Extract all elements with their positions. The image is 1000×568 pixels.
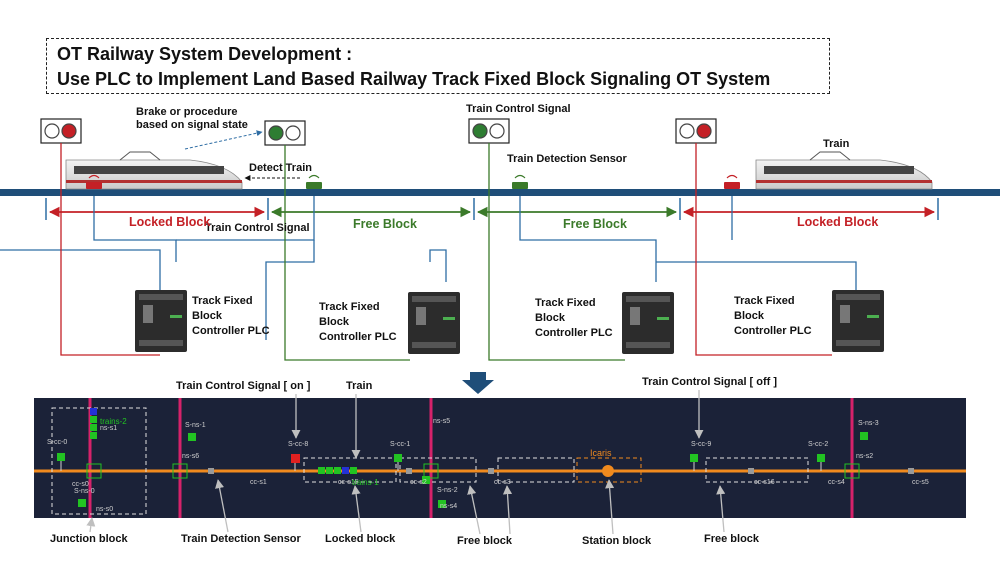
block-label-1: Locked Block (129, 215, 211, 229)
train-control-signal-left-label: Train Control Signal (205, 222, 310, 234)
bottom-label-locked-block: Locked block (325, 533, 396, 545)
signal-wires (60, 143, 832, 361)
hmi-label-s-ns-0: S-ns-0 (74, 488, 95, 495)
hmi-label-icaris: Icaris (590, 448, 612, 458)
hmi-label-s-cc-8: S-cc-8 (288, 441, 308, 448)
bottom-label-free-block-1: Free block (457, 535, 513, 547)
plc-label-4: Track Fixed Block Controller PLC (734, 295, 812, 337)
bottom-label-junction-block: Junction block (50, 533, 128, 545)
sensor-wires (0, 196, 857, 340)
plc-device-2 (408, 292, 460, 354)
block-label-2: Free Block (353, 217, 417, 231)
block-label-3: Free Block (563, 217, 627, 231)
hmi-label-cc-s1: cc-s1 (250, 479, 267, 486)
hmi-label-trains-2: trains-2 (100, 417, 127, 426)
hmi-label-ns-s5: ns-s5 (433, 418, 450, 425)
signal-head-1 (40, 118, 82, 144)
train-label: Train (823, 138, 850, 150)
detect-train-label: Detect Train (249, 162, 312, 174)
hmi-label-ns-s1: ns-s1 (100, 425, 117, 432)
hmi-label-cc-s15: cc-s15 (338, 479, 359, 486)
hmi-label-s-cc-9: S-cc-9 (691, 441, 711, 448)
hmi-annotation-signal-on: Train Control Signal [ on ] (176, 380, 311, 392)
title-line-1: OT Railway System Development : (57, 44, 353, 64)
rail-track (0, 189, 1000, 196)
hmi-label-cc-s3: cc-s3 (494, 479, 511, 486)
hmi-annotation-signal-off: Train Control Signal [ off ] (642, 376, 778, 388)
plc-label-1: Track Fixed Block Controller PLC (192, 295, 270, 337)
hmi-label-s-cc-0: S-cc-0 (47, 439, 67, 446)
signal-head-2 (264, 120, 306, 146)
sensor-3-icon (512, 174, 528, 189)
hmi-label-cc-s2: cc-s2 (410, 479, 427, 486)
hmi-label-cc-s16: cc-s16 (754, 479, 775, 486)
train-right (755, 151, 933, 190)
hmi-label-s-ns-3: S-ns-3 (858, 420, 879, 427)
hmi-label-cc-s0: cc-s0 (72, 481, 89, 488)
hmi-label-s-ns-1: S-ns-1 (185, 422, 206, 429)
train-left (65, 151, 243, 190)
hmi-label-cc-s5: cc-s5 (912, 479, 929, 486)
hmi-label-ns-s4: ns-s4 (440, 503, 457, 510)
signal-head-4 (675, 118, 717, 144)
bottom-label-station-block: Station block (582, 535, 652, 547)
plc-device-3 (622, 292, 674, 354)
block-ticks (45, 198, 939, 220)
hmi-label-ns-s2: ns-s2 (856, 453, 873, 460)
brake-arrow (184, 130, 263, 150)
signal-head-3 (468, 118, 510, 144)
down-arrow-icon (462, 372, 494, 394)
brake-note-line-2: based on signal state (136, 119, 248, 131)
bottom-label-free-block-2: Free block (704, 533, 760, 545)
hmi-label-s-cc-2: S-cc-2 (808, 441, 828, 448)
title-line-2: Use PLC to Implement Land Based Railway … (57, 69, 771, 89)
hmi-label-ns-s0: ns-s0 (96, 506, 113, 513)
title-box: OT Railway System Development : Use PLC … (46, 38, 830, 94)
plc-label-3: Track Fixed Block Controller PLC (535, 297, 613, 339)
sensor-2-icon (306, 174, 322, 189)
hmi-annotation-train: Train (346, 380, 373, 392)
train-detection-sensor-label: Train Detection Sensor (507, 153, 627, 165)
sensor-1-icon (86, 174, 102, 189)
block-label-4: Locked Block (797, 215, 879, 229)
sensor-4-icon (724, 174, 740, 189)
plc-device-4 (832, 290, 884, 352)
hmi-label-trains-1: trains-1 (352, 478, 379, 487)
train-control-signal-label: Train Control Signal (466, 103, 571, 115)
plc-label-2: Track Fixed Block Controller PLC (319, 301, 397, 343)
hmi-panel: S-cc-0 cc-s0 S-ns-0 ns-s0 trains-2 ns-s1… (34, 390, 966, 535)
plc-device-1 (135, 290, 187, 352)
brake-note-line-1: Brake or procedure (136, 106, 238, 118)
hmi-label-s-ns-2: S-ns-2 (437, 487, 458, 494)
bottom-label-train-detection-sensor: Train Detection Sensor (181, 533, 301, 545)
hmi-label-cc-s4: cc-s4 (828, 479, 845, 486)
hmi-label-ns-s6: ns-s6 (182, 453, 199, 460)
hmi-label-s-cc-1: S-cc-1 (390, 441, 410, 448)
